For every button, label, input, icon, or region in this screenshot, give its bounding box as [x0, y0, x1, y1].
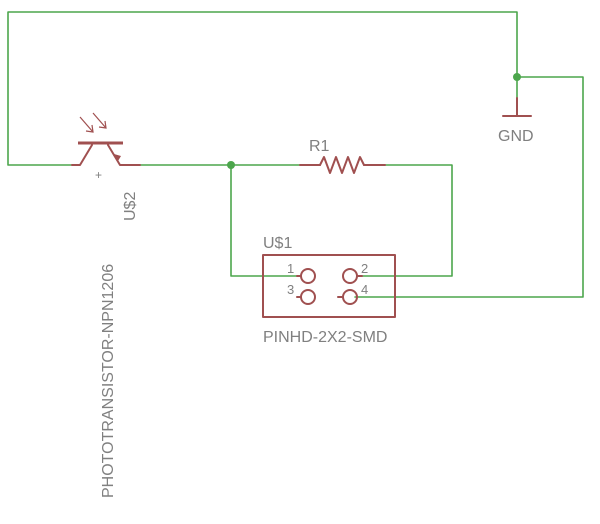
pin-3-pad[interactable] — [300, 289, 316, 305]
junction-gnd — [513, 73, 521, 81]
resistor-r1[interactable]: R1 — [299, 138, 386, 174]
wire-top-loop[interactable] — [7, 11, 518, 166]
pin-2-label: 2 — [361, 261, 368, 276]
junction-node — [227, 161, 235, 169]
pin-1-label: 1 — [287, 261, 294, 276]
transistor-name-label: U$2 — [122, 192, 139, 221]
transistor-value-label: PHOTOTRANSISTOR-NPN1206 — [100, 264, 117, 498]
light-arrows-icon — [79, 112, 107, 133]
transistor-plus-label: + — [95, 168, 102, 182]
connector-body — [262, 254, 396, 318]
pin-2-pad[interactable] — [342, 268, 358, 284]
resistor-label: R1 — [309, 138, 330, 155]
pin-4-label: 4 — [361, 282, 368, 297]
resistor-zigzag — [319, 156, 365, 174]
pin-1-pad[interactable] — [300, 268, 316, 284]
wires — [7, 11, 584, 298]
connector-name-label: U$1 — [263, 235, 292, 252]
emitter-arrow-icon — [114, 154, 121, 161]
connector-u1[interactable]: 1 2 3 4 U$1 PINHD-2X2-SMD — [262, 235, 396, 346]
wire-gnd-to-pin4[interactable] — [354, 76, 584, 298]
pin-3-label: 3 — [287, 282, 294, 297]
phototransistor-u2[interactable]: + PHOTOTRANSISTOR-NPN1206 U$2 — [71, 112, 141, 498]
connector-value-label: PINHD-2X2-SMD — [263, 329, 387, 346]
gnd-symbol[interactable]: GND — [498, 97, 534, 145]
transistor-collector — [71, 144, 93, 166]
wire-node-to-pin1[interactable] — [230, 164, 298, 277]
wire-resistor-to-pin2[interactable] — [361, 164, 453, 277]
gnd-label: GND — [498, 128, 534, 145]
transistor-emitter — [107, 144, 141, 166]
